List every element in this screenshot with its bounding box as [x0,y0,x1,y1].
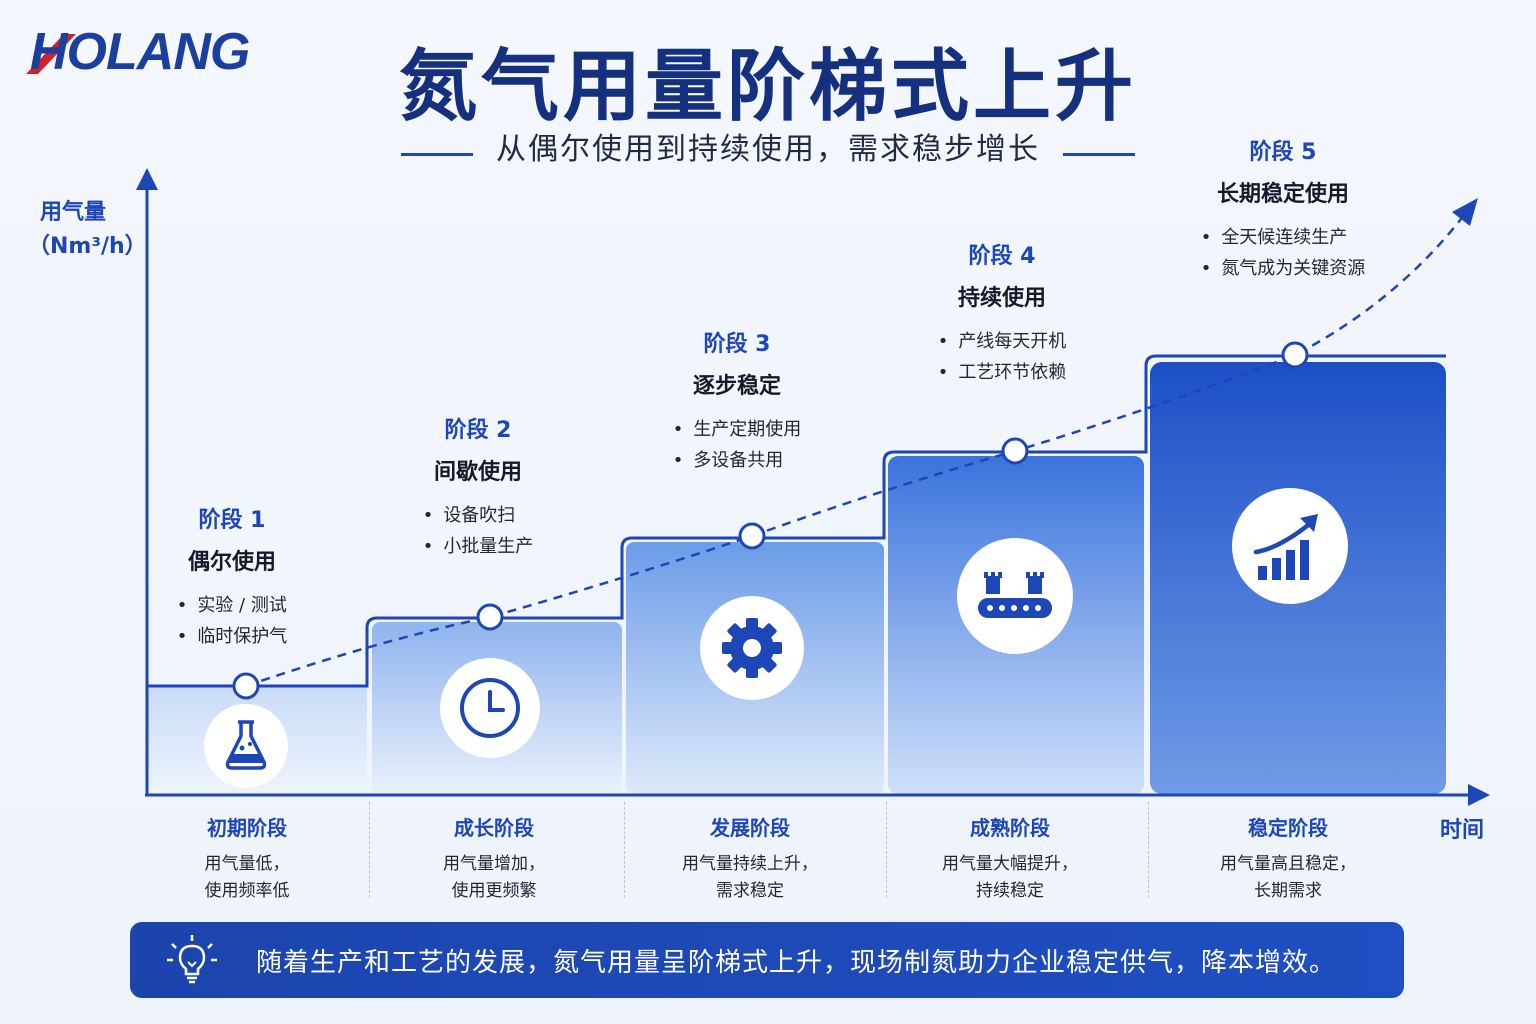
phase-name: 初期阶段 [207,816,287,840]
phase-desc-line: 长期需求 [1254,881,1322,901]
phase-name: 稳定阶段 [1248,816,1328,840]
marker-3 [738,522,766,550]
stage-name: 持续使用 [957,286,1046,311]
list-item: 多设备共用 [673,445,802,476]
phase-5: 稳定阶段 用气量高且稳定， 长期需求 [1168,812,1408,905]
marker-4 [1001,437,1029,465]
phase-divider [369,802,370,898]
phase-desc: 用气量持续上升， 需求稳定 [630,851,870,905]
list-item: 设备吹扫 [423,500,534,531]
phase-divider [624,802,625,898]
stage-3: 阶段 3 逐步稳定 生产定期使用 多设备共用 [637,326,837,476]
conveyor-icon [957,538,1073,654]
list-item: 实验 / 测试 [177,590,288,621]
list-item: 生产定期使用 [673,414,801,445]
phase-desc-line: 使用更频繁 [451,881,537,901]
stage-4: 阶段 4 持续使用 产线每天开机 工艺环节依赖 [902,238,1102,388]
stage-name: 偶尔使用 [187,550,276,575]
phase-name: 成长阶段 [454,816,534,840]
stage-bullets: 设备吹扫 小批量生产 [423,500,534,562]
phase-2: 成长阶段 用气量增加， 使用更频繁 [374,812,614,905]
marker-2 [476,603,504,631]
stage-name: 间歇使用 [433,460,522,485]
marker-5 [1281,341,1309,369]
list-item: 氮气成为关键资源 [1201,253,1365,284]
clock-icon [440,658,540,758]
phase-desc-line: 用气量大幅提升， [942,854,1078,874]
stage-number: 阶段 1 [198,508,266,533]
phase-desc: 用气量低， 使用频率低 [127,851,367,905]
phase-name: 发展阶段 [710,816,790,840]
phase-desc-line: 用气量低， [204,854,290,874]
y-axis-arrow [136,168,158,190]
stage-number: 阶段 4 [968,244,1036,269]
stage-name: 长期稳定使用 [1216,182,1349,207]
phase-desc: 用气量增加， 使用更频繁 [374,851,614,905]
subtitle-left-rule [400,153,473,156]
phase-divider [886,802,887,898]
marker-1 [232,672,260,700]
list-item: 小批量生产 [423,531,533,562]
x-axis-label: 时间 [1440,818,1485,843]
phase-desc-line: 使用频率低 [204,881,290,901]
list-item: 产线每天开机 [938,326,1066,357]
stage-bullets: 生产定期使用 多设备共用 [673,414,802,476]
stage-number: 阶段 2 [444,418,512,443]
phase-desc-line: 用气量持续上升， [682,854,818,874]
stage-2: 阶段 2 间歇使用 设备吹扫 小批量生产 [388,412,568,562]
lightbulb-icon [167,935,217,984]
phase-name: 成熟阶段 [970,816,1050,840]
list-item: 临时保护气 [177,621,287,652]
logo-swoosh-icon [26,34,76,74]
page-subtitle: 从偶尔使用到持续使用，需求稳步增长 [496,132,1040,167]
phase-desc: 用气量高且稳定， 长期需求 [1168,851,1408,905]
flask-icon [204,704,288,788]
phase-desc: 用气量大幅提升， 持续稳定 [890,851,1130,905]
list-item: 工艺环节依赖 [938,357,1066,388]
stage-5: 阶段 5 长期稳定使用 全天候连续生产 氮气成为关键资源 [1172,134,1394,284]
stage-number: 阶段 5 [1249,140,1317,165]
stage-number: 阶段 3 [703,332,771,357]
phase-desc-line: 用气量增加， [443,854,545,874]
stage-bullets: 全天候连续生产 氮气成为关键资源 [1201,222,1366,284]
footer-banner: 随着生产和工艺的发展，氮气用量呈阶梯式上升，现场制氮助力企业稳定供气，降本增效。 [130,922,1404,998]
stage-name: 逐步稳定 [692,374,781,399]
phase-divider [1148,802,1149,898]
phase-desc-line: 用气量高且稳定， [1220,854,1356,874]
phase-1: 初期阶段 用气量低， 使用频率低 [127,812,367,905]
phase-desc-line: 需求稳定 [716,881,784,901]
phase-3: 发展阶段 用气量持续上升， 需求稳定 [630,812,870,905]
footer-text: 随着生产和工艺的发展，氮气用量呈阶梯式上升，现场制氮助力企业稳定供气，降本增效。 [256,947,1337,978]
y-axis-title: 用气量 [39,200,106,225]
brand-logo: HOLANG [30,23,250,81]
subtitle-row: 从偶尔使用到持续使用，需求稳步增长 [0,124,1536,168]
x-axis-arrow [1468,784,1490,806]
trend-line [245,209,1469,688]
list-item: 全天候连续生产 [1201,222,1366,253]
phase-desc-line: 持续稳定 [976,881,1044,901]
subtitle-right-rule [1063,153,1136,156]
trend-arrow-head [1452,198,1478,226]
phase-4: 成熟阶段 用气量大幅提升， 持续稳定 [890,812,1130,905]
stage-1: 阶段 1 偶尔使用 实验 / 测试 临时保护气 [142,502,322,652]
gear-icon [700,596,804,700]
page-title: 氮气用量阶梯式上升 [398,42,1137,132]
stage-bullets: 产线每天开机 工艺环节依赖 [938,326,1066,388]
stage-bullets: 实验 / 测试 临时保护气 [177,590,288,652]
growth-chart-icon [1232,488,1348,604]
